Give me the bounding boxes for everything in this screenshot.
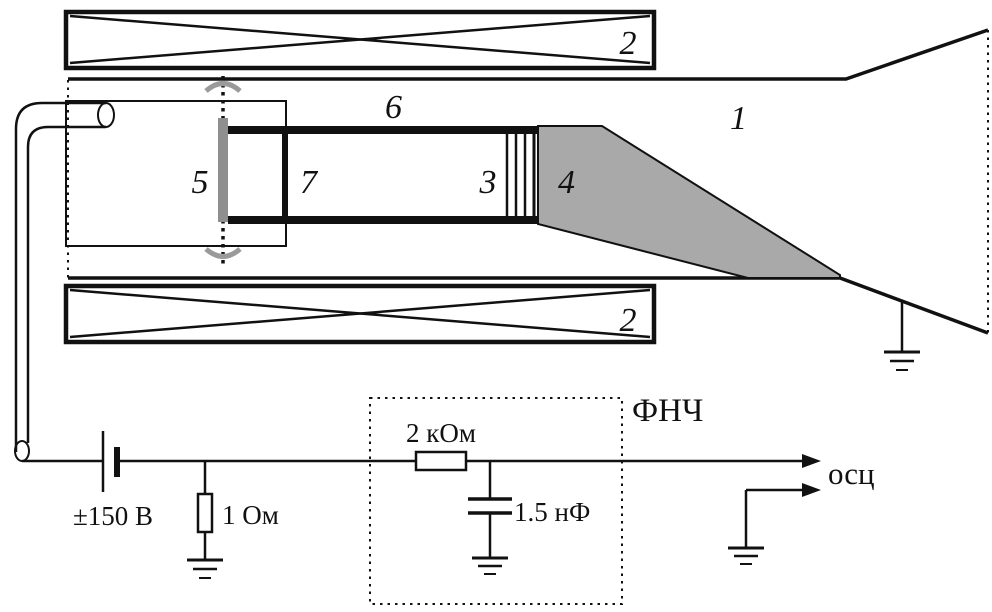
oscilloscope-label: осц — [828, 456, 875, 491]
filter-boundary-dotted-box — [369, 397, 623, 605]
battery-label: ±150 В — [73, 501, 153, 531]
part-label-5: 5 — [192, 164, 209, 201]
osc-signal-arrow — [802, 454, 821, 468]
oscilloscope-output: осц — [728, 454, 875, 565]
shunt-resistor-label: 1 Ом — [222, 500, 279, 530]
bias-circuit: ±150 В 1 Ом — [22, 431, 416, 579]
rotating-disc — [218, 118, 228, 222]
shunt-resistor — [196, 492, 214, 534]
rotating-disc-assembly: 5 — [65, 76, 287, 264]
coil-top-winding-line — [69, 14, 651, 65]
low-pass-filter: 2 кОм 1.5 нФ ФНЧ — [369, 393, 802, 605]
coil-bottom-winding-line — [69, 288, 651, 339]
rotation-arrow-top — [204, 81, 242, 93]
feed-tube-inner-wall — [26, 125, 106, 443]
part-label-7: 7 — [300, 164, 319, 201]
collector: 4 — [537, 125, 841, 279]
coil-top-label: 2 — [620, 25, 637, 62]
magnet-coil-bottom: 2 — [63, 283, 657, 345]
filter-resistor-label: 2 кОм — [406, 418, 476, 448]
part-label-6: 6 — [385, 89, 402, 126]
feed-tube-opening-top — [97, 102, 115, 128]
filter-resistor — [414, 450, 468, 472]
osc-ground-arrow — [802, 483, 821, 497]
coil-top-frame — [63, 9, 657, 71]
magnet-coil-top: 2 — [63, 9, 657, 71]
grid-electrodes: 3 — [479, 126, 536, 224]
coil-bottom-frame — [63, 283, 657, 345]
feed-tube — [14, 101, 115, 462]
coil-bottom-label: 2 — [620, 302, 637, 339]
feed-tube-outer-wall — [14, 101, 106, 452]
part-label-1: 1 — [730, 100, 747, 137]
chamber-top-wall — [68, 28, 989, 81]
collector-body — [537, 125, 841, 279]
rotation-arrow-bottom — [204, 247, 242, 259]
part-label-3: 3 — [479, 164, 497, 201]
filter-title: ФНЧ — [632, 393, 703, 429]
drift-tube: 6 7 — [228, 89, 540, 224]
chamber-ground — [884, 301, 920, 371]
filter-capacitor-label: 1.5 нФ — [514, 497, 590, 527]
part-label-4: 4 — [558, 164, 575, 201]
